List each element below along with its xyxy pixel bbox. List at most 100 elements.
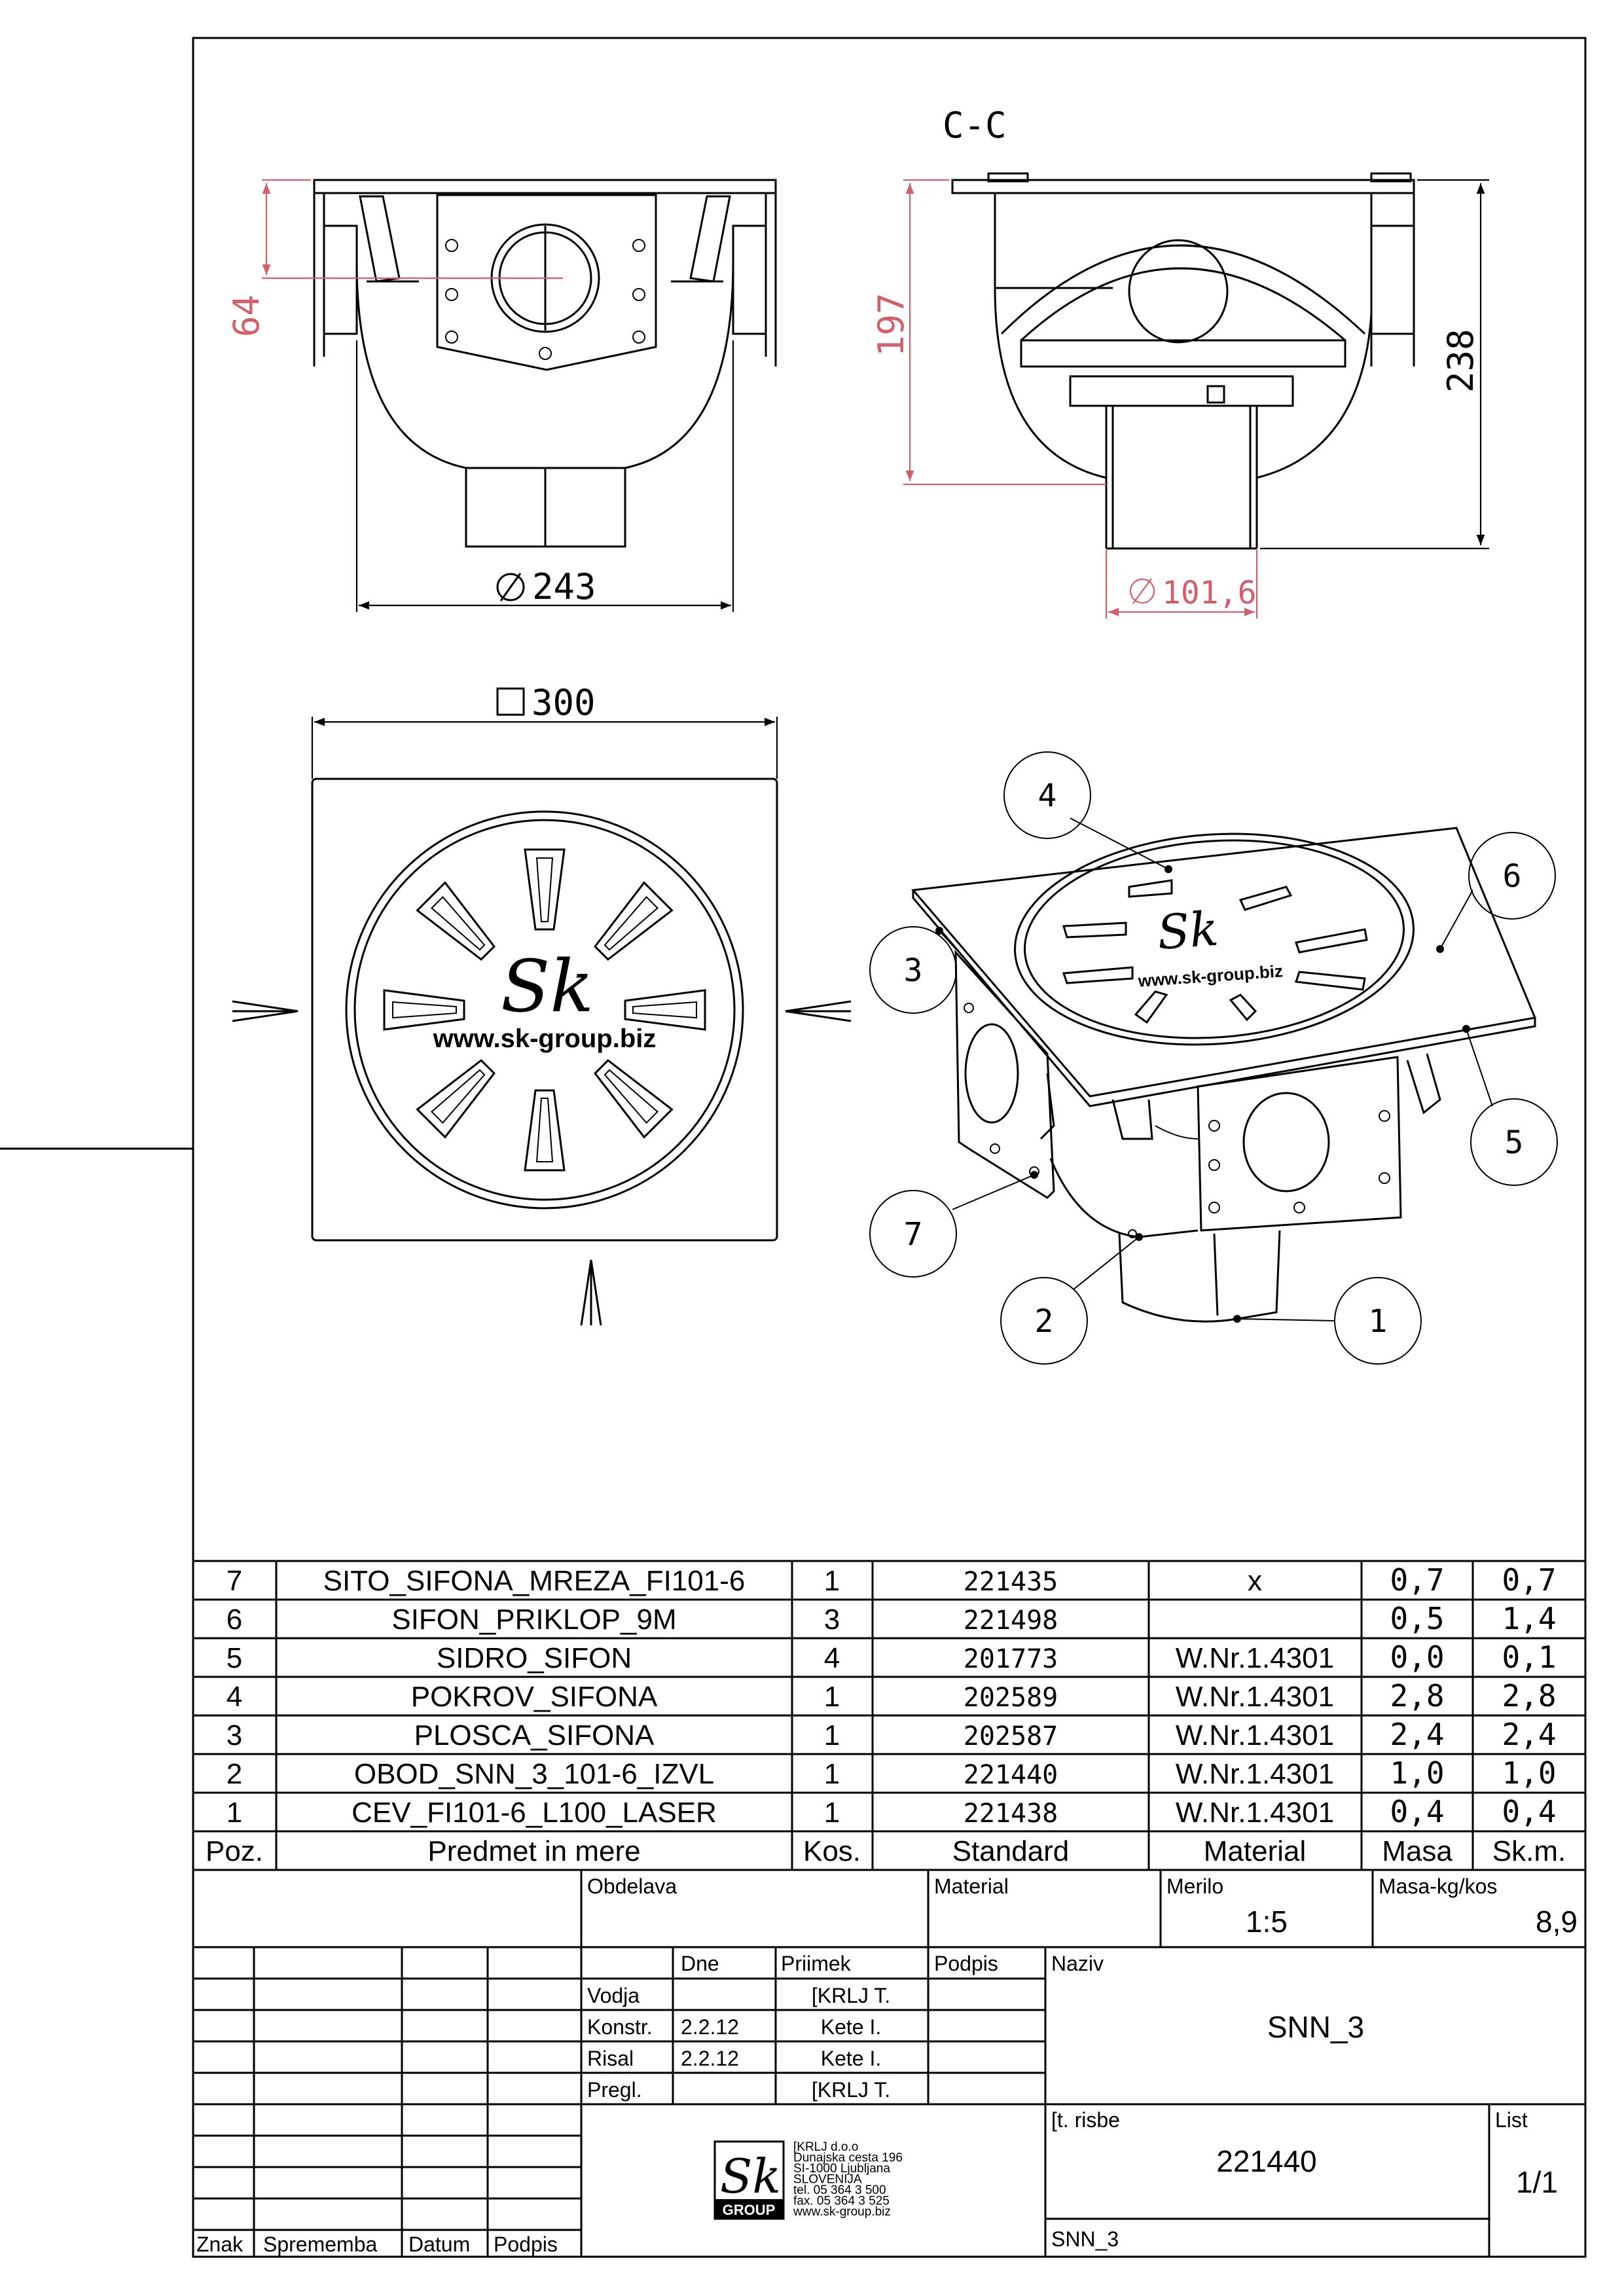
role-name: Kete I. [821,2015,882,2039]
section-view [951,172,1415,550]
role-label: Pregl. [587,2078,642,2102]
podpis-label: Podpis [934,1952,998,1975]
address-line: tel. 05 364 3 500 [793,2183,886,2197]
list-label: List [1495,2108,1528,2132]
bom-cell-skm: 0,1 [1502,1640,1556,1675]
grate-slot [383,989,465,1031]
bom-cell-mass: 1,0 [1390,1755,1444,1791]
bom-cell-mass: 2,4 [1390,1717,1444,1752]
address-line: Dunajska cesta 196 [793,2151,903,2165]
podpis-rev-label: Podpis [494,2233,558,2256]
svg-text:5: 5 [1505,1124,1524,1161]
role-row: Konstr. 2.2.12 Kete I. [587,2015,881,2039]
dimension-101-6: 101,6 [1105,550,1258,619]
front-view [313,179,777,548]
callout-3: 3 [869,926,957,1014]
grate-slot [594,881,674,961]
dne-label: Dne [681,1952,719,1975]
bom-cell-mass: 0,0 [1390,1640,1444,1675]
bom-cell-name: SIDRO_SIFON [437,1642,632,1674]
bom-cell-standard: 201773 [964,1644,1058,1674]
bom-cell-material: W.Nr.1.4301 [1176,1797,1334,1829]
logo-sk-text: Sk [501,944,594,1028]
bom-cell-qty: 1 [824,1565,840,1597]
address-line: fax. 05 364 3 525 [793,2195,890,2208]
role-date: 2.2.12 [681,2015,739,2039]
svg-text:Sk: Sk [720,2149,781,2204]
bom-cell-skm: 1,0 [1502,1755,1556,1791]
callout-2: 2 [1000,1233,1143,1365]
grate-slot [416,1059,496,1139]
bom-cell-pos: 1 [226,1797,242,1829]
dimension-197: 197 [871,179,1106,486]
dimension-243: 243 [355,340,734,612]
role-row: Pregl.[KRLJ T. [587,2078,890,2102]
grate-slot [524,1089,566,1172]
masa-label: Masa-kg/kos [1379,1874,1497,1898]
grate-slot [416,881,496,961]
dimension-300-text: 300 [532,682,596,723]
bom-cell-name: SIFON_PRIKLOP_9M [391,1604,676,1636]
datum-label: Datum [408,2233,470,2256]
svg-text:7: 7 [904,1216,923,1253]
sprememba-label: Sprememba [263,2233,378,2256]
title-block: Obdelava Material Merilo 1:5 Masa-kg/kos… [192,1869,1587,2258]
st-risbe-value: 221440 [1216,2144,1317,2178]
bom-cell-name: OBOD_SNN_3_101-6_IZVL [354,1758,714,1790]
bom-cell-mass: 0,5 [1390,1601,1444,1636]
masa-value: 8,9 [1536,1905,1578,1939]
callout-7: 7 [869,1171,1038,1278]
material-label: Material [934,1874,1009,1898]
address-line: SI-1000 Ljubljana [793,2162,890,2176]
bom-cell-pos: 7 [226,1565,242,1597]
svg-text:2: 2 [1035,1303,1054,1340]
bom-cell-qty: 4 [824,1642,840,1674]
bom-cell-pos: Poz. [206,1835,263,1867]
bom-cell-qty: 1 [824,1681,840,1713]
dimension-238: 238 [1260,179,1489,550]
address-line: [KRLJ d.o.o [793,2140,858,2154]
dimension-101-6-text: 101,6 [1162,575,1257,611]
dimension-64: 64 [226,179,563,337]
grate-slot [594,1059,674,1139]
merilo-label: Merilo [1166,1874,1223,1898]
isometric-view: Sk www.sk-group.biz [911,827,1537,1323]
bom-cell-pos: 6 [226,1604,242,1636]
svg-text:GROUP: GROUP [723,2202,776,2218]
bom-cell-skm: 0,4 [1502,1794,1556,1829]
svg-text:6: 6 [1503,858,1522,895]
svg-text:www.sk-group.biz: www.sk-group.biz [1137,961,1284,990]
company-logo: Sk GROUP [713,2140,785,2220]
callout-1: 1 [1233,1277,1422,1365]
role-label: Konstr. [587,2015,653,2039]
znak-label: Znak [196,2233,244,2256]
section-label: C-C [943,105,1007,146]
grate-url-text: www.sk-group.biz [433,1024,657,1053]
bom-cell-pos: 5 [226,1642,242,1674]
top-view: Sk www.sk-group.biz [232,778,852,1326]
bom-cell-material: x [1248,1565,1262,1597]
bom-cell-standard: Standard [952,1835,1070,1867]
bom-cell-name: SITO_SIFONA_MREZA_FI101-6 [323,1565,746,1597]
list-value: 1/1 [1516,2165,1558,2199]
grate-slots [383,848,706,1172]
svg-text:1: 1 [1369,1303,1388,1340]
callout-6: 6 [1436,832,1556,953]
address-line: www.sk-group.biz [793,2205,891,2219]
naziv-label: Naziv [1051,1952,1104,1975]
dimension-243-text: 243 [532,566,596,607]
merilo-value: 1:5 [1246,1905,1288,1939]
dimension-238-text: 238 [1440,329,1481,393]
bom-cell-material: W.Nr.1.4301 [1176,1758,1334,1790]
role-name: Kete I. [821,2047,882,2070]
